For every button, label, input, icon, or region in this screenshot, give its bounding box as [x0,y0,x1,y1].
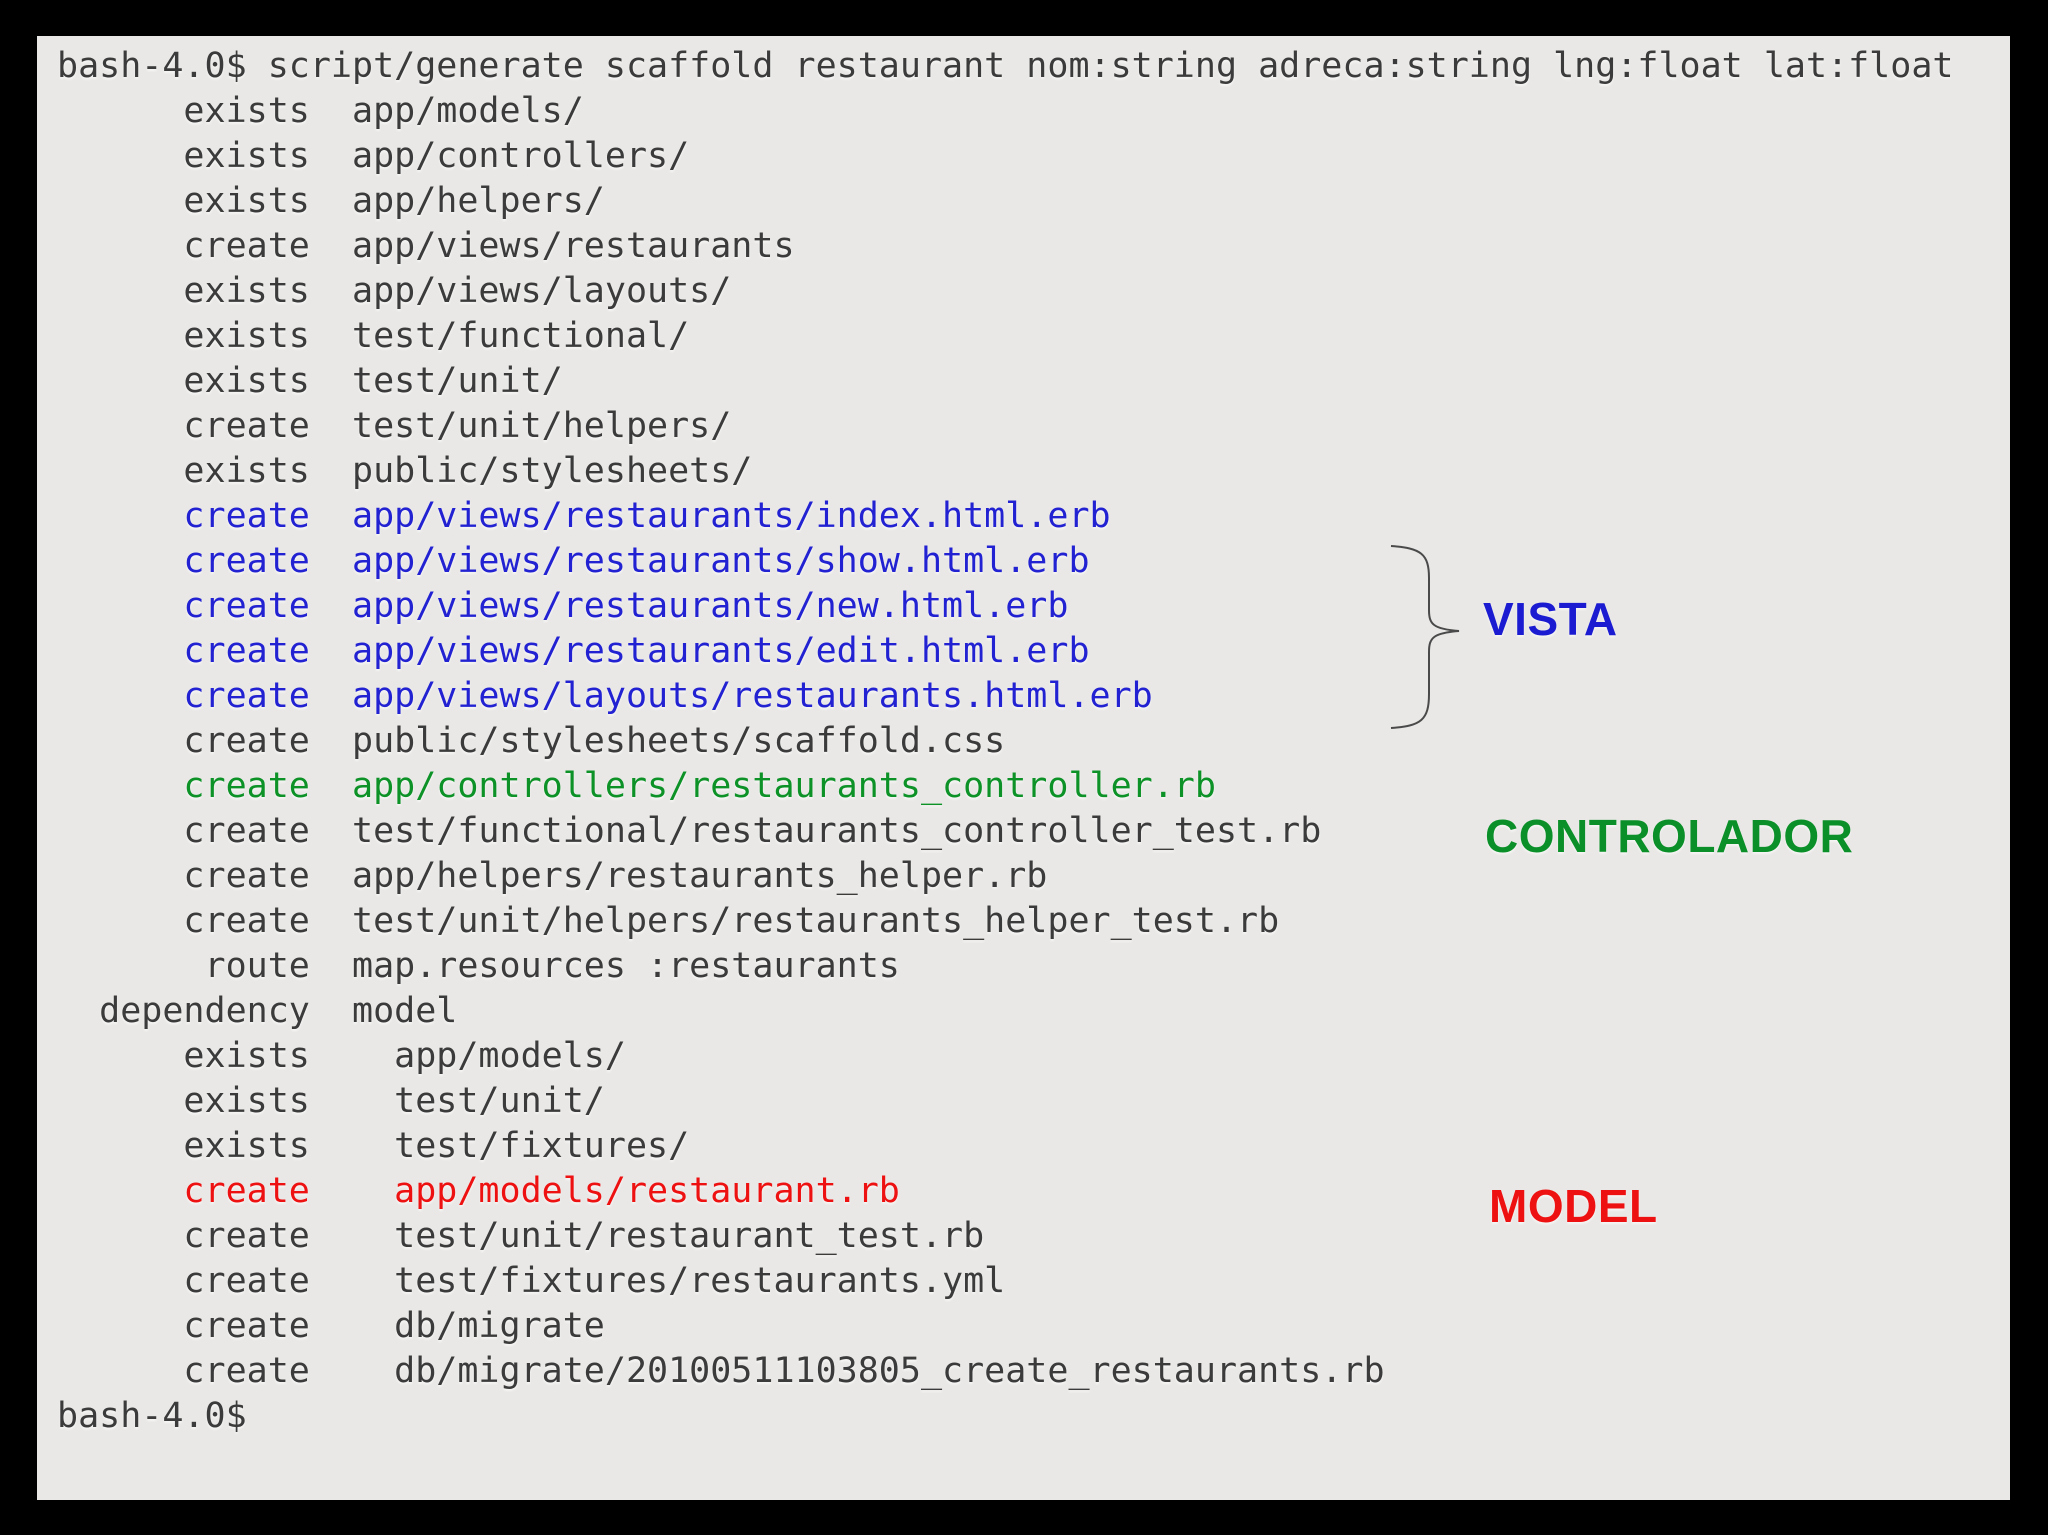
terminal-line: create test/unit/helpers/ [57,406,732,446]
terminal-line: exists test/functional/ [57,316,690,356]
terminal-line: exists public/stylesheets/ [57,451,753,491]
terminal-line: create app/controllers/restaurants_contr… [57,766,1216,806]
terminal-line: create public/stylesheets/scaffold.css [57,721,1006,761]
terminal-line: create test/unit/helpers/restaurants_hel… [57,901,1280,941]
terminal-line: create app/views/layouts/restaurants.htm… [57,676,1153,716]
terminal-line: create app/views/restaurants [57,226,795,266]
terminal-line: exists test/fixtures/ [57,1126,690,1166]
terminal-line: create db/migrate/20100511103805_create_… [57,1351,1385,1391]
terminal-line: route map.resources :restaurants [57,946,900,986]
terminal-line: create test/fixtures/restaurants.yml [57,1261,1006,1301]
terminal-line: exists test/unit/ [57,361,563,401]
terminal-line: dependency model [57,991,458,1031]
terminal-line: create app/views/restaurants/edit.html.e… [57,631,1090,671]
model-annotation-label: MODEL [1489,1180,1658,1232]
controlador-annotation-label: CONTROLADOR [1485,810,1854,862]
vista-annotation-label: VISTA [1483,593,1618,645]
terminal-line: exists app/helpers/ [57,181,605,221]
terminal-line: create app/models/restaurant.rb [57,1171,900,1211]
terminal-window: bash-4.0$ script/generate scaffold resta… [37,36,2010,1500]
terminal-line: exists app/controllers/ [57,136,690,176]
terminal-line: exists test/unit/ [57,1081,605,1121]
terminal-line: create app/views/restaurants/new.html.er… [57,586,1069,626]
terminal-output: bash-4.0$ script/generate scaffold resta… [57,44,1953,1439]
terminal-line: create app/helpers/restaurants_helper.rb [57,856,1048,896]
terminal-line: bash-4.0$ script/generate scaffold resta… [57,46,1954,86]
terminal-line: exists app/models/ [57,91,584,131]
terminal-line: create test/unit/restaurant_test.rb [57,1216,985,1256]
terminal-line: create db/migrate [57,1306,605,1346]
terminal-line: create app/views/restaurants/show.html.e… [57,541,1090,581]
terminal-line: bash-4.0$ [57,1396,247,1436]
terminal-line: create app/views/restaurants/index.html.… [57,496,1111,536]
terminal-line: create test/functional/restaurants_contr… [57,811,1322,851]
vista-brace [1390,545,1460,729]
terminal-line: exists app/models/ [57,1036,626,1076]
terminal-line: exists app/views/layouts/ [57,271,732,311]
